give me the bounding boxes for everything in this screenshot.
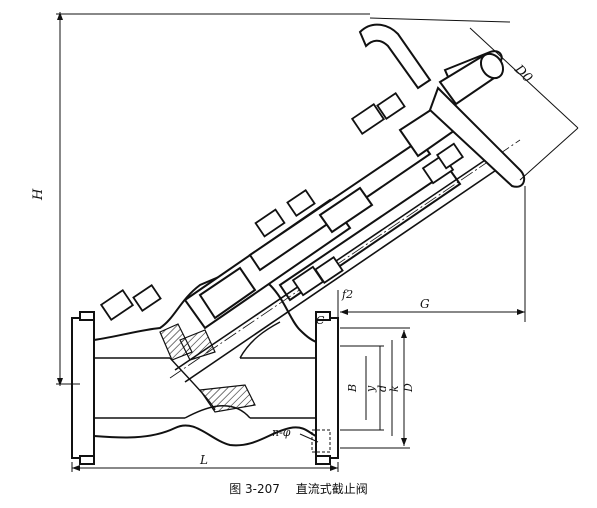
- hatched-sections: [159, 323, 256, 413]
- dimension-lines: [56, 12, 579, 472]
- dim-label-H: H: [31, 188, 46, 201]
- valve-stem: [169, 139, 521, 383]
- caption-number: 图 3-207: [229, 482, 280, 496]
- right-flange: [315, 317, 339, 459]
- valve-body: [71, 266, 339, 465]
- dim-label-D0: D0: [510, 62, 535, 87]
- dim-label-D: D: [402, 383, 415, 393]
- bonnet: [183, 102, 462, 330]
- dim-label-L: L: [199, 453, 208, 467]
- dim-label-B: B: [346, 384, 359, 393]
- caption-title: 直流式截止阀: [295, 482, 368, 496]
- dim-label-y: y: [364, 385, 377, 393]
- dim-label-n-phi: n-φ: [272, 426, 291, 439]
- left-flange: [71, 317, 95, 459]
- figure-caption: 图 3-207 直流式截止阀: [0, 480, 597, 497]
- bolts: [99, 91, 465, 321]
- dim-label-d: d: [376, 385, 389, 392]
- dim-label-f2: f2: [341, 288, 353, 301]
- dim-label-G: G: [420, 297, 430, 311]
- dim-label-k: k: [388, 385, 401, 392]
- dim-label-C: C: [316, 314, 325, 327]
- arrowheads: [57, 12, 525, 471]
- handwheel: [358, 23, 526, 188]
